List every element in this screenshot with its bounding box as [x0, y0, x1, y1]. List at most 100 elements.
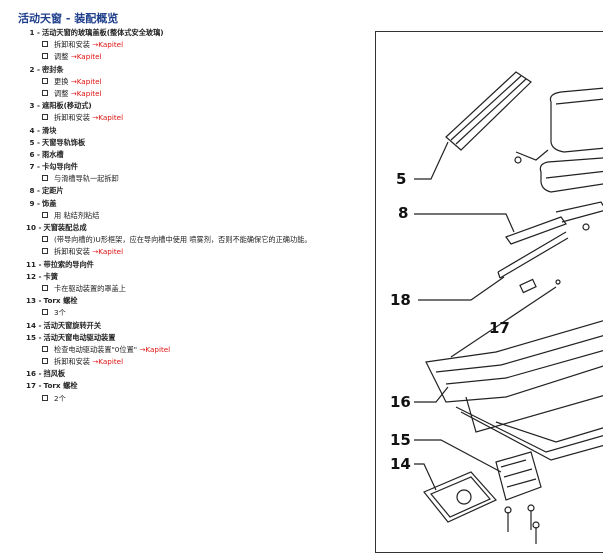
- item-label: 活动天窗的玻璃盖板(整体式安全玻璃): [42, 28, 164, 37]
- sub-item: (带导向槽的)U形框架，应在导向槽中使用 喷雾剂，否则不能确保它的正确功能。: [26, 236, 371, 248]
- callout-5: 5: [396, 170, 407, 188]
- list-item: 2 -密封条: [26, 64, 371, 78]
- list-item: 16 -挡风板: [26, 370, 371, 382]
- item-label: 遮阳板(移动式): [42, 101, 92, 111]
- item-label: 滑块: [42, 125, 57, 135]
- item-number: 1 -: [29, 28, 41, 37]
- chapter-link[interactable]: Kapitel: [71, 89, 102, 98]
- list-item: 10 -天窗装配总成: [26, 224, 371, 236]
- item-number: 16 -: [26, 369, 42, 379]
- sub-item-text: 3个: [54, 308, 66, 318]
- list-item: 12 -卡簧: [26, 271, 371, 285]
- checkbox-bullet-icon: [42, 41, 48, 48]
- item-label: Torx 螺栓: [43, 296, 78, 306]
- item-number: 6 -: [29, 149, 41, 159]
- item-label: 密封条: [42, 64, 64, 74]
- item-number: 4 -: [29, 125, 41, 135]
- sub-item-text: 卡在驱动装置的罩盖上: [54, 283, 126, 293]
- sub-item: 卡在驱动装置的罩盖上: [26, 283, 371, 297]
- checkbox-bullet-icon: [42, 345, 48, 352]
- item-number: 12 -: [26, 271, 42, 281]
- item-number: 15 -: [26, 332, 42, 342]
- item-label: 活动天窗旋转开关: [43, 320, 102, 330]
- chapter-link[interactable]: Kapitel: [92, 40, 123, 49]
- item-label: 定距片: [42, 186, 64, 196]
- item-number: 5 -: [29, 137, 41, 147]
- checkbox-bullet-icon: [42, 53, 48, 60]
- sub-item: 2个: [26, 393, 371, 407]
- sub-item: 拆卸和安装 Kapitel: [26, 40, 371, 53]
- item-number: 17 -: [26, 381, 42, 391]
- assembly-drawing: [414, 71, 603, 544]
- sub-item-text: 调整: [54, 88, 69, 98]
- callout-16: 16: [390, 393, 411, 411]
- list-item: 8 -定距片: [26, 187, 371, 199]
- list-item: 7 -卡勾导向件: [26, 163, 371, 175]
- chapter-link[interactable]: Kapitel: [92, 113, 123, 122]
- item-number: 13 -: [26, 296, 42, 306]
- item-number: 8 -: [29, 186, 41, 196]
- sub-item-text: 2个: [54, 393, 66, 403]
- item-number: 9 -: [29, 198, 41, 208]
- list-item: 1 -活动天窗的玻璃盖板(整体式安全玻璃): [26, 29, 371, 41]
- sub-item-text: 检查电动驱动装置"0位置": [54, 344, 138, 354]
- callout-17: 17: [489, 319, 510, 337]
- checkbox-bullet-icon: [42, 248, 48, 255]
- list-item: 6 -雨水槽: [26, 149, 371, 163]
- sub-item-text: 拆卸和安装: [54, 113, 90, 123]
- sub-item-text: (带导向槽的)U形框架，应在导向槽中使用 喷雾剂，否则不能确保它的正确功能。: [54, 235, 312, 245]
- sub-item: 与滑槽导轨一起拆卸: [26, 175, 371, 187]
- checkbox-bullet-icon: [42, 89, 48, 96]
- item-number: 14 -: [26, 320, 42, 330]
- item-number: 7 -: [29, 162, 41, 172]
- list-item: 17 -Torx 螺栓: [26, 382, 371, 394]
- item-number: 11 -: [26, 259, 42, 269]
- chapter-link[interactable]: Kapitel: [92, 357, 123, 366]
- checkbox-bullet-icon: [42, 394, 48, 401]
- callout-18: 18: [390, 291, 411, 309]
- item-label: 雨水槽: [42, 149, 64, 159]
- list-item: 4 -滑块: [26, 125, 371, 139]
- item-number: 2 -: [29, 64, 41, 74]
- chapter-link[interactable]: Kapitel: [71, 52, 102, 61]
- list-item: 11 -带拉索的导向件: [26, 259, 371, 273]
- list-item: 9 -饰盖: [26, 198, 371, 212]
- sub-item-text: 拆卸和安装: [54, 247, 90, 257]
- sub-item: 3个: [26, 309, 371, 321]
- sub-item-text: 调整: [54, 52, 69, 62]
- chapter-link[interactable]: Kapitel: [71, 77, 102, 86]
- checkbox-bullet-icon: [42, 211, 48, 218]
- item-label: 天窗导轨饰板: [42, 137, 86, 147]
- sub-item-text: 拆卸和安装: [54, 357, 90, 367]
- item-label: 卡簧: [43, 271, 58, 281]
- chapter-link[interactable]: Kapitel: [139, 345, 170, 354]
- item-label: Torx 螺栓: [43, 381, 78, 391]
- item-number: 10 -: [26, 223, 42, 232]
- list-item: 5 -天窗导轨饰板: [26, 137, 371, 151]
- sub-item: 调整 Kapitel: [26, 88, 371, 102]
- sub-item-text: 与滑槽导轨一起拆卸: [54, 174, 119, 184]
- checkbox-bullet-icon: [42, 175, 48, 182]
- checkbox-bullet-icon: [42, 236, 48, 243]
- sub-item: 调整 Kapitel: [26, 52, 371, 65]
- page-title: 活动天窗 - 装配概览: [18, 12, 119, 25]
- sub-item: 拆卸和安装 Kapitel: [26, 247, 371, 260]
- callout-8: 8: [398, 204, 409, 222]
- checkbox-bullet-icon: [42, 309, 48, 316]
- list-item: 15 -活动天窗电动驱动装置: [26, 332, 371, 346]
- item-number: 3 -: [29, 101, 41, 111]
- item-label: 挡风板: [43, 369, 66, 379]
- callout-14: 14: [390, 455, 411, 473]
- chapter-link[interactable]: Kapitel: [92, 247, 123, 256]
- sub-item-text: 拆卸和安装: [54, 40, 90, 50]
- sub-item: 拆卸和安装 Kapitel: [26, 113, 371, 126]
- sub-item-text: 用 粘结剂粘结: [54, 210, 100, 220]
- checkbox-bullet-icon: [42, 114, 48, 121]
- list-item: 14 -活动天窗旋转开关: [26, 320, 371, 334]
- sub-item-text: 更换: [54, 76, 69, 86]
- item-label: 带拉索的导向件: [43, 259, 94, 269]
- item-label: 卡勾导向件: [42, 162, 78, 172]
- sub-item: 检查电动驱动装置"0位置" Kapitel: [26, 344, 371, 358]
- item-label: 饰盖: [42, 198, 57, 208]
- item-label: 天窗装配总成: [43, 223, 87, 232]
